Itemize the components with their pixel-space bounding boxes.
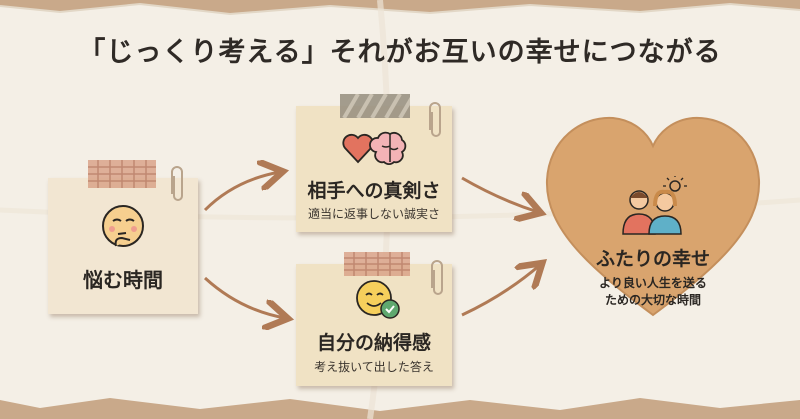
heart-shape (545, 116, 761, 317)
heart-subtitle-line2: ための大切な時間 (604, 293, 701, 307)
heart-happiness: ふたりの幸せ より良い人生を送る ための大切な時間 (543, 110, 763, 320)
paperclip-icon (429, 102, 441, 137)
striped-tape (340, 94, 410, 118)
arrow-icon (461, 265, 540, 317)
plaid-tape (88, 160, 156, 188)
heart-brain-icon (342, 131, 407, 165)
thinking-face-icon (102, 205, 144, 247)
paperclip-icon (431, 260, 443, 295)
page-title: 「じっくり考える」それがお互いの幸せにつながる (78, 37, 722, 68)
note-subtitle-conviction: 考え抜いて出した答え (314, 360, 434, 374)
note-subtitle-seriousness: 適当に返事しない誠実さ (307, 207, 440, 221)
note-seriousness: 相手への真剣さ 適当に返事しない誠実さ (296, 106, 452, 232)
couple-sun-icon (622, 176, 687, 235)
arrow-icon (461, 176, 538, 212)
heart-title: ふたりの幸せ (595, 248, 710, 270)
note-thinking-time: 悩む時間 (48, 178, 198, 314)
smiling-face-check-icon (356, 280, 400, 319)
heart-subtitle-line1: より良い人生を送る (599, 276, 707, 290)
paperclip-icon (171, 166, 183, 201)
note-title-conviction: 自分の納得感 (316, 332, 431, 354)
note-title-seriousness: 相手への真剣さ (307, 180, 441, 202)
note-conviction: 自分の納得感 考え抜いて出した答え (296, 264, 452, 386)
arrow-icon (203, 276, 285, 318)
plaid-tape (344, 252, 410, 276)
arrow-icon (203, 172, 280, 212)
note-title-thinking: 悩む時間 (83, 268, 163, 292)
